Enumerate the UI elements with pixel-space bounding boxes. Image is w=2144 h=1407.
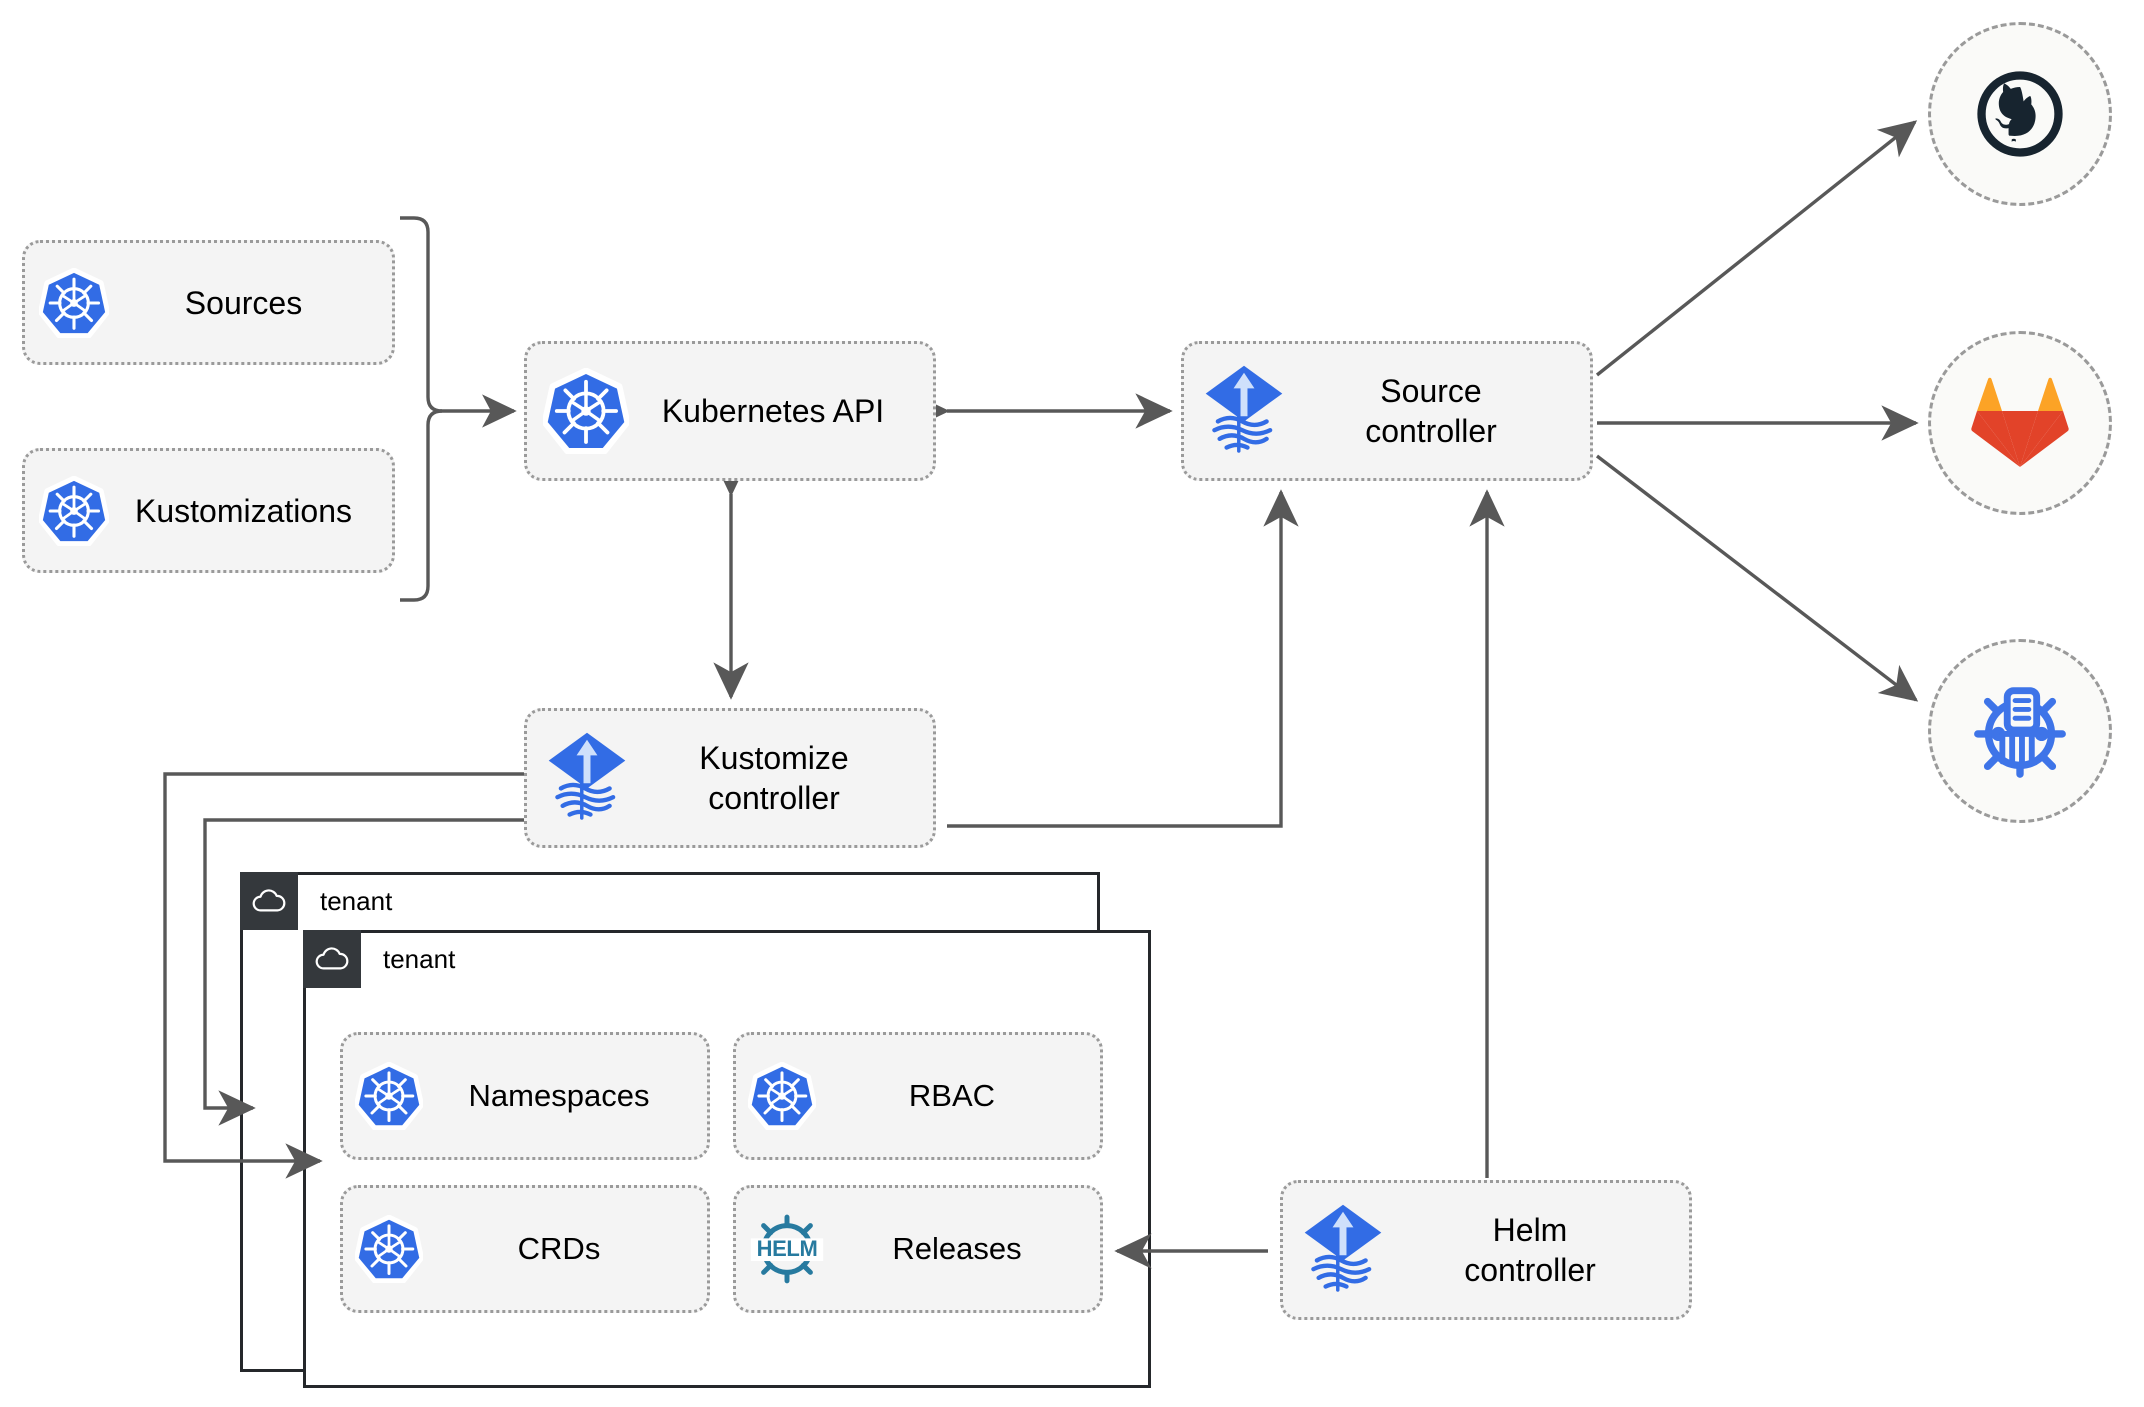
svg-text:HELM: HELM bbox=[757, 1236, 818, 1261]
kubernetes-icon bbox=[355, 1062, 423, 1130]
node-label: Namespaces bbox=[468, 1077, 650, 1113]
node-label: Sources bbox=[184, 284, 303, 321]
node-kustomize-controller[interactable]: Kustomize controller bbox=[524, 708, 936, 848]
flux-icon bbox=[1299, 1203, 1387, 1297]
gitlab-icon bbox=[1971, 377, 2069, 467]
flux-icon bbox=[1200, 364, 1288, 458]
tenant-header: tenant bbox=[240, 872, 392, 930]
helm-icon: HELM bbox=[748, 1210, 826, 1288]
node-label: Kubernetes API bbox=[661, 393, 885, 429]
node-sources[interactable]: Sources bbox=[22, 240, 395, 365]
kubernetes-icon bbox=[355, 1215, 423, 1283]
flux-icon bbox=[543, 731, 631, 825]
node-namespaces[interactable]: Namespaces bbox=[340, 1032, 710, 1160]
node-helm-controller[interactable]: Helm controller bbox=[1280, 1180, 1692, 1320]
edge-source-controller-github bbox=[1595, 120, 1918, 377]
tenant-header: tenant bbox=[303, 930, 455, 988]
node-source-controller[interactable]: Source controller bbox=[1181, 341, 1593, 481]
edge-kustomize-controller-source-controller bbox=[947, 489, 1299, 828]
node-rbac[interactable]: RBAC bbox=[733, 1032, 1103, 1160]
node-label: Helm controller bbox=[1464, 1212, 1596, 1288]
node-label: CRDs bbox=[517, 1230, 601, 1266]
github-icon bbox=[1977, 71, 2063, 157]
node-label: Kustomize controller bbox=[699, 740, 849, 816]
node-releases[interactable]: HELM Releases bbox=[733, 1185, 1103, 1313]
edge-source-controller-helm-repository bbox=[1595, 454, 1919, 702]
node-label: Releases bbox=[892, 1230, 1022, 1266]
edge-bracket-stem-top bbox=[400, 216, 443, 413]
provider-github[interactable] bbox=[1928, 22, 2112, 206]
node-label: Kustomizations bbox=[135, 492, 352, 529]
node-label: RBAC bbox=[908, 1077, 996, 1113]
tenant-label: tenant bbox=[320, 885, 393, 916]
kubernetes-icon bbox=[543, 368, 629, 454]
node-label: Source controller bbox=[1365, 373, 1497, 449]
provider-gitlab[interactable] bbox=[1928, 331, 2112, 515]
kubernetes-icon bbox=[39, 267, 109, 338]
node-kustomizations[interactable]: Kustomizations bbox=[22, 448, 395, 573]
helm-repository-icon bbox=[1974, 687, 2066, 778]
edge-bracket-stem-bottom bbox=[400, 409, 443, 602]
cloud-icon bbox=[303, 930, 361, 988]
provider-helm-repository[interactable] bbox=[1928, 639, 2112, 823]
node-crds[interactable]: CRDs bbox=[340, 1185, 710, 1313]
kubernetes-icon bbox=[39, 475, 109, 546]
tenant-label: tenant bbox=[383, 943, 456, 974]
kubernetes-icon bbox=[748, 1062, 816, 1130]
node-kubernetes-api[interactable]: Kubernetes API bbox=[524, 341, 936, 481]
cloud-icon bbox=[240, 872, 298, 930]
